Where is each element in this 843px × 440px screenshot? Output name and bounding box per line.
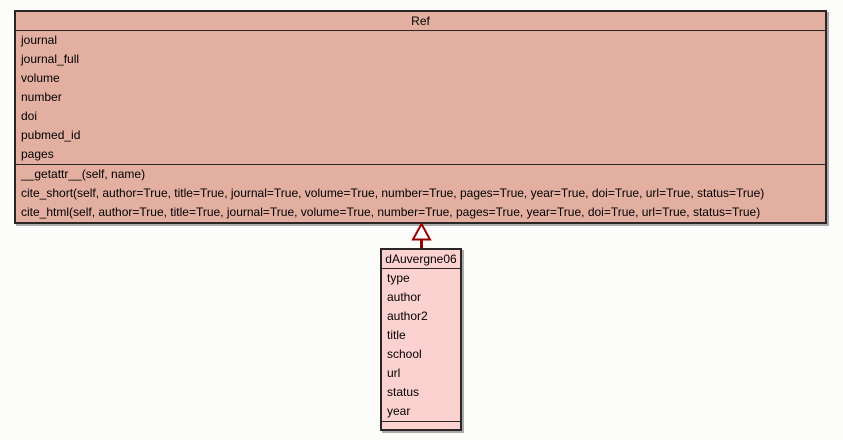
method-row: cite_short(self, author=True, title=True…	[21, 186, 765, 200]
attribute-row: author2	[387, 309, 428, 323]
attribute-row: doi	[21, 109, 38, 123]
ref-attributes-compartment: journal journal_full volume number doi p…	[16, 30, 825, 164]
method-row: __getattr__(self, name)	[21, 167, 146, 181]
attribute-row: title	[387, 328, 406, 342]
ref-methods-compartment: __getattr__(self, name) cite_short(self,…	[16, 164, 825, 222]
child-methods-compartment	[382, 421, 460, 429]
attribute-row: status	[387, 385, 420, 399]
class-title-ref: Ref	[411, 14, 430, 28]
attribute-row: pubmed_id	[21, 128, 81, 142]
attribute-row: journal	[21, 33, 58, 47]
class-node-dauvergne06: dAuvergne06 type author author2 title sc…	[380, 248, 462, 431]
attribute-row: author	[387, 290, 422, 304]
method-row: cite_html(self, author=True, title=True,…	[21, 205, 761, 219]
class-node-ref: Ref journal journal_full volume number d…	[14, 10, 827, 224]
attribute-row: year	[387, 404, 411, 418]
attribute-row: url	[387, 366, 401, 380]
attribute-row: type	[387, 271, 410, 285]
attribute-row: volume	[21, 71, 60, 85]
attribute-row: number	[21, 90, 62, 104]
attribute-row: journal_full	[21, 52, 80, 66]
inheritance-arrowhead-icon	[411, 221, 432, 241]
class-title-dauvergne06: dAuvergne06	[385, 252, 457, 266]
attribute-row: school	[387, 347, 422, 361]
attribute-row: pages	[21, 147, 54, 161]
child-attributes-compartment: type author author2 title school url sta…	[382, 268, 460, 421]
